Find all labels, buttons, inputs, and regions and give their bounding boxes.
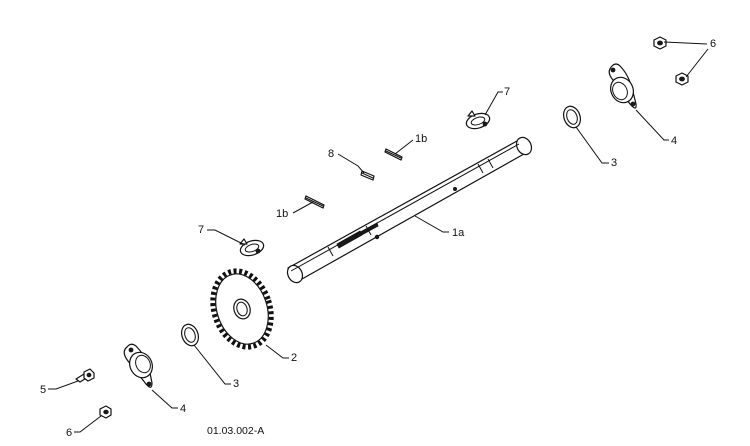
leader-key-small [337, 153, 365, 174]
label-collar-left: 7 [198, 224, 204, 236]
drawing-code: 01.03.002-A [207, 425, 264, 437]
label-bolt-left: 5 [40, 384, 46, 396]
nut-left [99, 405, 112, 419]
bearing-flange-left [123, 343, 153, 388]
leader-bearing-left [151, 389, 178, 409]
key-small [360, 170, 375, 181]
leader-collar-right [484, 91, 503, 116]
collar-left [239, 238, 265, 257]
leader-key-upper [394, 139, 414, 155]
label-bearing-right: 4 [671, 135, 677, 147]
nut-right-upper [653, 36, 667, 50]
collar-right [465, 110, 491, 130]
shaft [286, 136, 533, 284]
leader-bolt-left [48, 380, 79, 390]
label-key-upper: 1b [415, 133, 427, 145]
nut-right-lower [675, 72, 689, 86]
key-lower [304, 195, 325, 209]
label-collar-right: 7 [504, 86, 510, 98]
label-nut-left: 6 [66, 427, 72, 439]
leader-nut-right [663, 41, 709, 78]
label-shaft: 1a [452, 227, 465, 239]
label-washer-right: 3 [611, 157, 617, 169]
leader-washer-left [193, 344, 231, 385]
label-bearing-left: 4 [180, 403, 186, 415]
washer-left [180, 323, 200, 347]
leader-shaft [414, 215, 449, 233]
label-washer-left: 3 [233, 378, 239, 390]
bearing-flange-right [608, 63, 637, 109]
sprocket [210, 268, 274, 350]
key-upper [384, 148, 403, 161]
leader-washer-right [575, 126, 609, 164]
leader-sprocket [265, 344, 289, 359]
label-nut-right: 6 [710, 38, 716, 50]
leader-collar-left [207, 229, 246, 246]
bolt-left [75, 368, 95, 383]
leader-bearing-right [635, 109, 669, 141]
label-key-small: 8 [328, 148, 334, 160]
leader-key-lower [292, 201, 314, 214]
washer-right [562, 105, 582, 129]
label-sprocket: 2 [291, 352, 297, 364]
label-key-lower: 1b [276, 208, 288, 220]
leader-nut-left [74, 415, 102, 433]
